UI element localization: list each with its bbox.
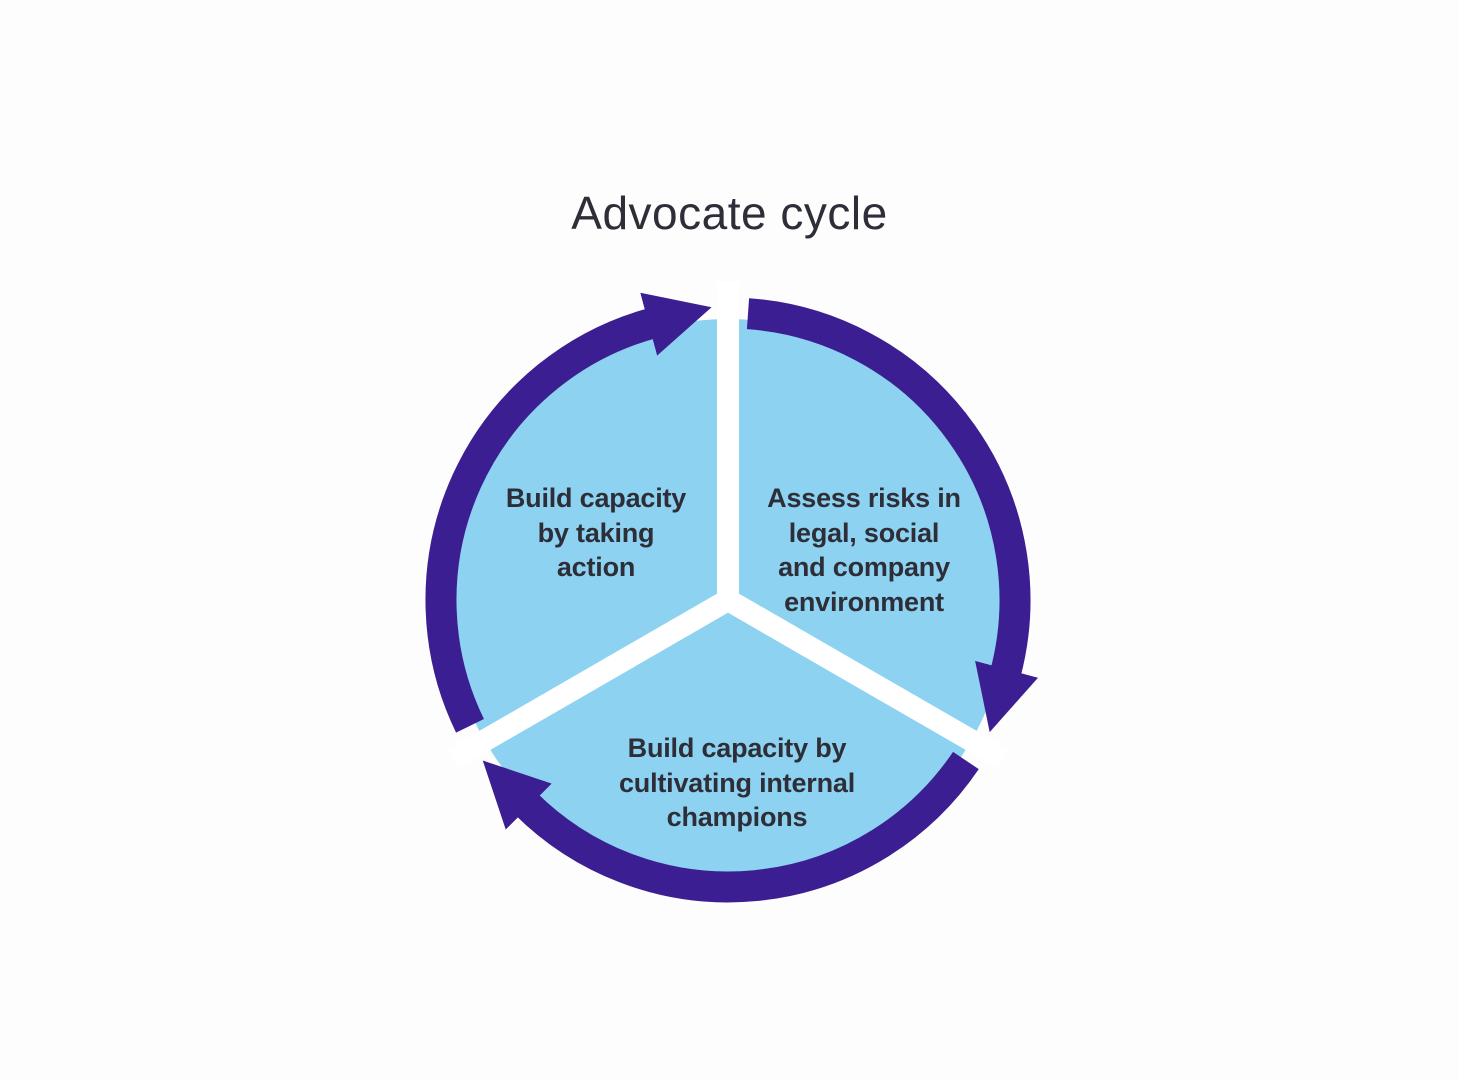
page-title: Advocate cycle <box>571 187 888 239</box>
segment-divider-spokes <box>447 282 1009 769</box>
segment-label-line: Build capacity by <box>627 733 847 763</box>
cycle-arrow-arc-top-right <box>746 298 1038 733</box>
cycle-arrow-arc-bottom <box>482 751 979 903</box>
segment-label-line: Build capacity <box>505 483 687 513</box>
segment-label-build-capacity-action: Build capacity by taking action <box>446 481 746 585</box>
segment-label-line: by taking <box>537 517 655 548</box>
segment-label-line: cultivating internal <box>618 767 856 798</box>
segment-label-line: champions <box>666 802 808 832</box>
cycle-arrow-arc-top-left <box>425 292 712 733</box>
segment-label-cultivate-champions: Build capacity by cultivating internal c… <box>561 731 913 835</box>
segment-label-line: and company <box>778 552 950 582</box>
segment-label-assess-risks: Assess risks in legal, social and compan… <box>714 481 1014 619</box>
segment-label-line: legal, social <box>788 517 940 548</box>
segment-label-line: Assess risks in <box>767 483 961 513</box>
segment-label-line: action <box>556 552 636 582</box>
segment-label-line: environment <box>784 586 944 617</box>
